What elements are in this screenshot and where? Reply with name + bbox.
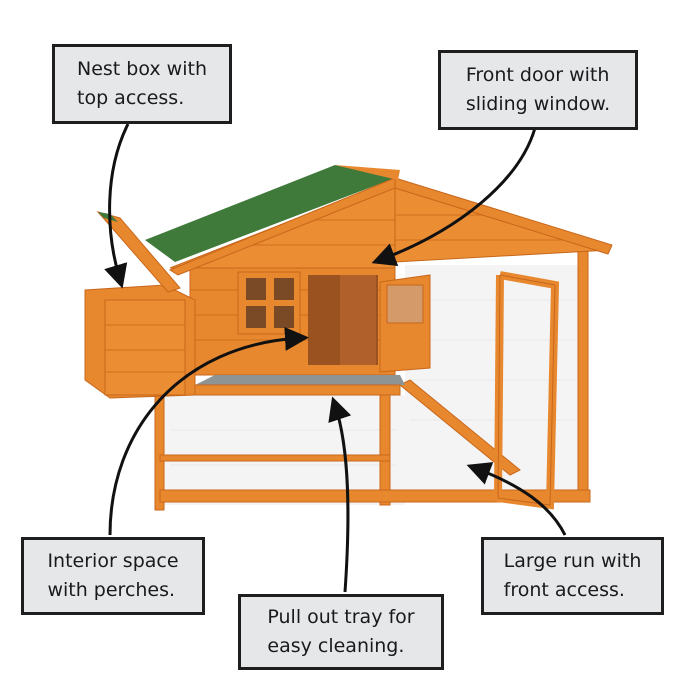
- mesh-grid: [170, 299, 575, 466]
- run-door-edge: [497, 274, 556, 506]
- nest-lid-roof: [98, 212, 118, 222]
- nest-planks: [105, 324, 185, 373]
- run-roof-trim: [394, 177, 613, 255]
- lower-mesh: [160, 395, 405, 505]
- sliding-window-mesh: [386, 284, 424, 324]
- callout-run: Large run with front access.: [481, 537, 664, 615]
- tray-surface: [195, 375, 405, 385]
- window-panes: [246, 278, 294, 328]
- arrow-interior: [108, 326, 309, 536]
- callout-interior-text: Interior space with perches.: [47, 550, 179, 601]
- arrow-run: [466, 462, 567, 536]
- arrow-nest-box: [104, 123, 130, 289]
- nest-lid: [96, 211, 181, 293]
- interior-wall: [340, 275, 376, 365]
- arrow-tray: [328, 396, 352, 593]
- callout-interior: Interior space with perches.: [21, 537, 205, 615]
- callout-front-door-text: Front door with sliding window.: [465, 64, 611, 115]
- callout-run-text: Large run with front access.: [503, 550, 642, 601]
- roof: [145, 165, 395, 262]
- callout-tray-text: Pull out tray for easy cleaning.: [267, 606, 415, 657]
- callout-arrows: [104, 123, 567, 593]
- callout-tray: Pull out tray for easy cleaning.: [238, 594, 444, 670]
- tray-front: [194, 384, 401, 396]
- nest-box-front: [104, 299, 186, 396]
- arrow-front-door: [371, 127, 537, 266]
- roof-ridge: [335, 165, 400, 180]
- callout-nest-box-text: Nest box with top access.: [77, 58, 207, 109]
- callout-front-door: Front door with sliding window.: [438, 50, 638, 130]
- callout-nest-box: Nest box with top access.: [52, 44, 232, 124]
